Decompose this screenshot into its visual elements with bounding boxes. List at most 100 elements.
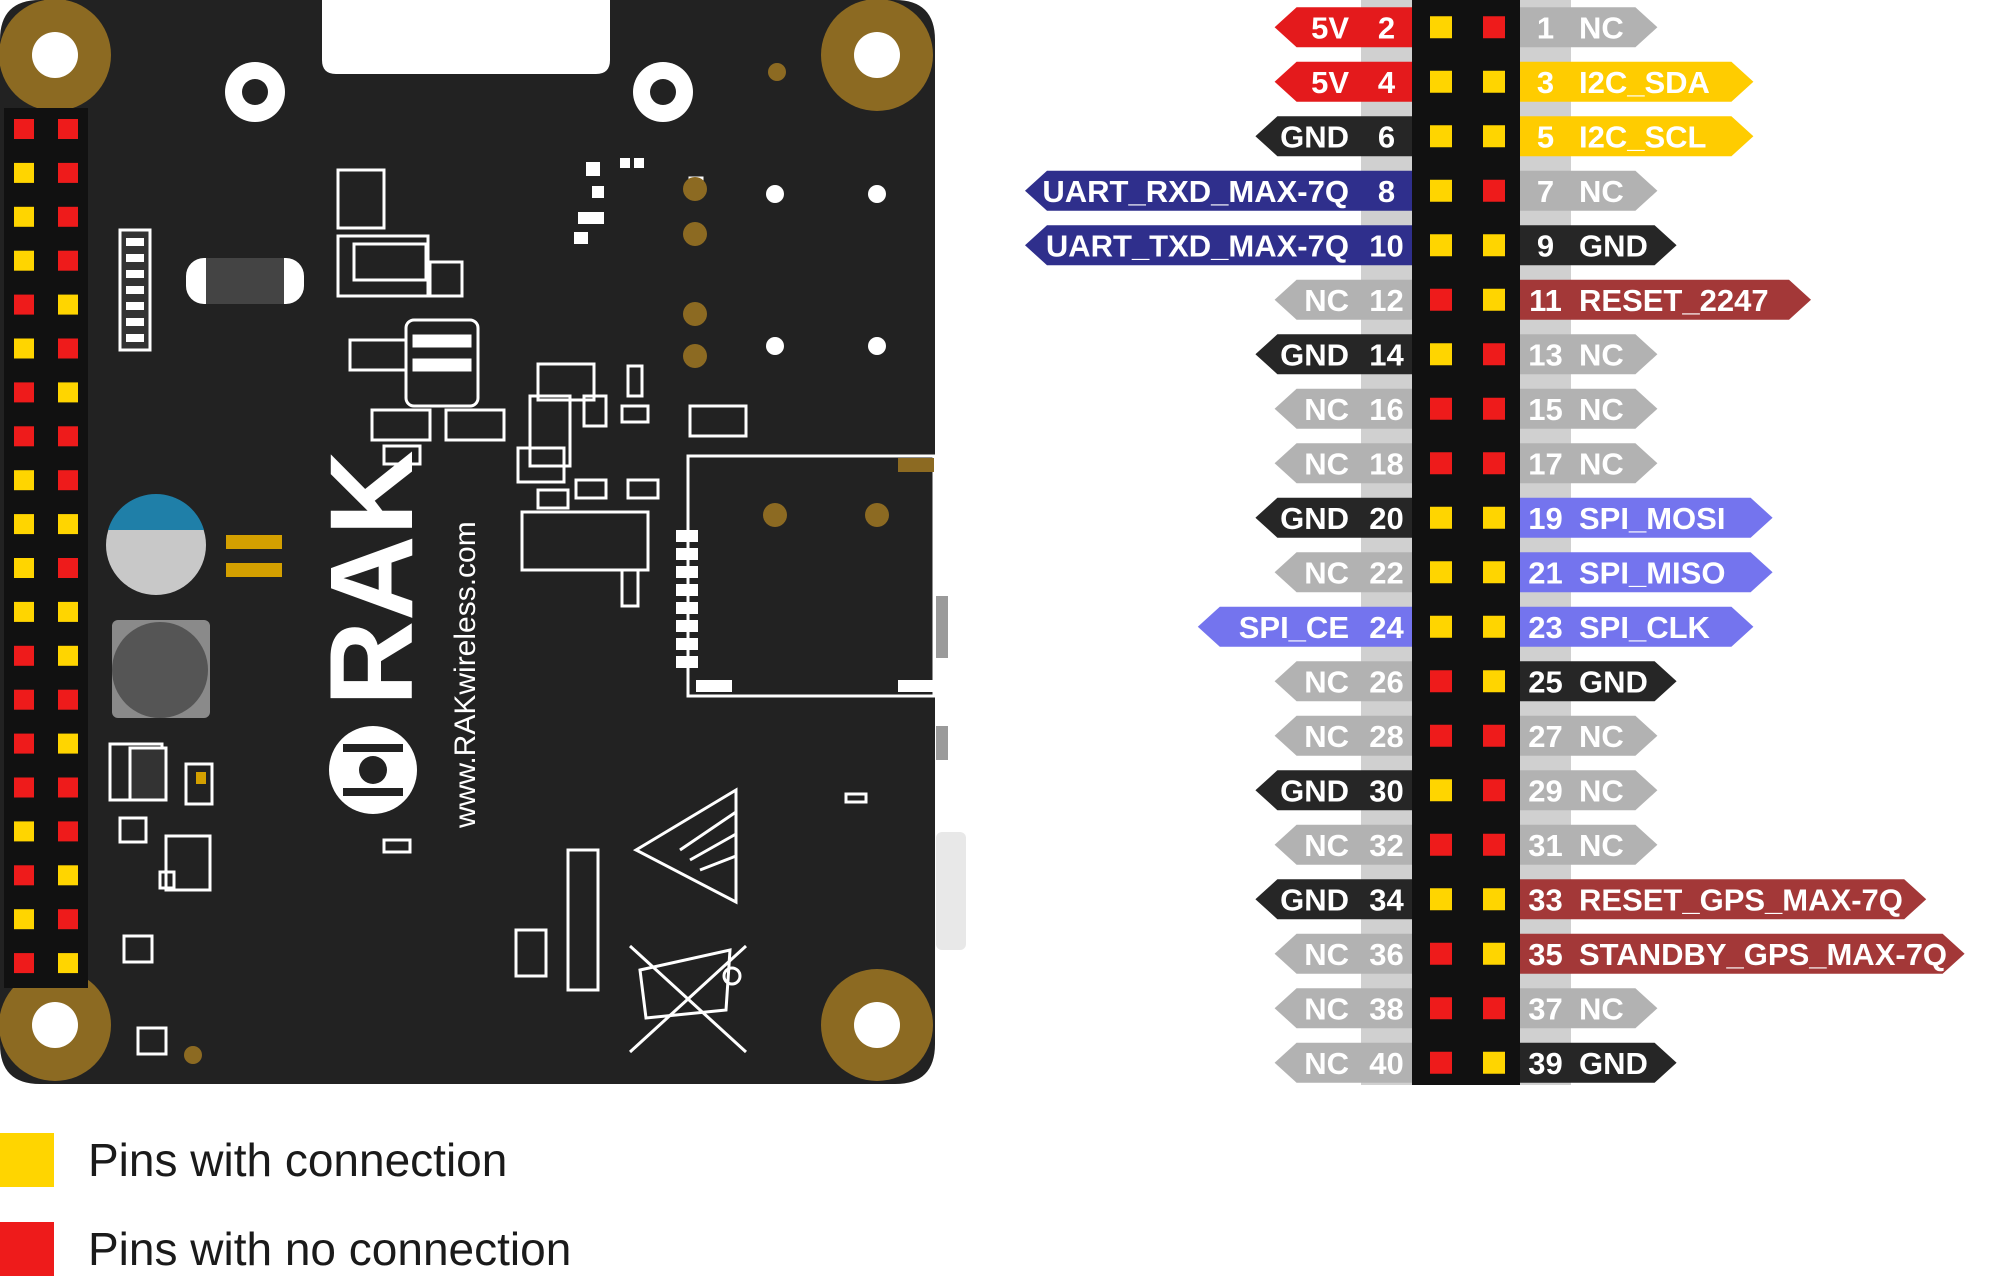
rak-board: RAK www.RAKwireless.com (0, 0, 966, 1084)
pin-label-arrow (1255, 116, 1361, 157)
pin-label: GND (1579, 228, 1648, 263)
pin-number-cell (1520, 443, 1571, 484)
board-header-strip (4, 108, 88, 988)
test-pads (184, 63, 889, 1064)
board-header-pin (14, 865, 34, 886)
right-header-pin-1 (1483, 16, 1505, 39)
pin-number-cell (1361, 61, 1412, 102)
board-header-pin (58, 777, 78, 798)
pin-label-arrow (1571, 824, 1658, 865)
right-header-pin-21 (1483, 561, 1505, 584)
pin-number-cell (1361, 715, 1412, 756)
pin-label-arrow (1255, 497, 1361, 538)
board-header-pin (58, 206, 78, 227)
pin-number-cell (1520, 334, 1571, 375)
weee-bin-icon (628, 944, 748, 1054)
pin-label-arrow (1571, 279, 1811, 320)
pin-label-arrow (1571, 170, 1658, 211)
left-number-column (1361, 0, 1412, 1085)
pin-label: NC (1579, 828, 1624, 863)
board-header-pin (58, 294, 78, 315)
pin-number-cell (1361, 443, 1412, 484)
pin-label: NC (1579, 337, 1624, 372)
pin-number-cell (1361, 170, 1412, 211)
pin-number: 13 (1528, 337, 1562, 372)
left-header-pin-30 (1430, 779, 1452, 802)
pin-number-cell (1361, 334, 1412, 375)
pin-label: 5V (1311, 10, 1349, 45)
pin-number-cell (1520, 879, 1571, 920)
board-header-pin (58, 558, 78, 578)
pin-number-cell (1520, 988, 1571, 1029)
right-header-pin-33 (1483, 888, 1505, 911)
mount-hole-top-right (821, 0, 933, 111)
pin-label: NC (1304, 1046, 1349, 1081)
left-header-pin-16 (1430, 397, 1452, 420)
right-header-pin-31 (1483, 833, 1505, 856)
pin-number: 16 (1369, 392, 1403, 427)
board-header-pin (58, 119, 78, 139)
pin-label: NC (1304, 446, 1349, 481)
board-header-pin (58, 338, 78, 359)
pin-number-cell (1520, 7, 1571, 48)
pin-label-arrow (1571, 933, 1965, 974)
pin-label: GND (1280, 119, 1349, 154)
pin-number-cell (1361, 1042, 1412, 1083)
pin-number: 23 (1528, 610, 1562, 645)
board-header-pin (58, 162, 78, 183)
pin-label-arrow (1274, 279, 1361, 320)
pin-label-arrow (1274, 661, 1361, 702)
compliance-mark-triangle (632, 787, 738, 905)
pin-number: 35 (1528, 937, 1562, 972)
rak-website-text: www.RAKwireless.com (449, 521, 482, 829)
pin-number: 6 (1378, 119, 1395, 154)
board-header-pin (14, 426, 34, 447)
pin-number: 8 (1378, 174, 1395, 209)
board-header-pin (14, 382, 34, 403)
pin-label: NC (1304, 828, 1349, 863)
board-header-pin (58, 382, 78, 403)
pin-label-arrow (1571, 7, 1658, 48)
right-header-pin-11 (1483, 288, 1505, 311)
pin-number-cell (1361, 661, 1412, 702)
right-header-pin-7 (1483, 179, 1505, 202)
pin-number-cell (1361, 824, 1412, 865)
pin-label: NC (1579, 719, 1624, 754)
board-header-pin (14, 601, 34, 622)
pin-label: NC (1579, 10, 1624, 45)
left-header-pin-28 (1430, 724, 1452, 747)
pin-number: 37 (1528, 991, 1562, 1026)
left-header-pin-14 (1430, 343, 1452, 366)
mount-hole-bottom-right (821, 969, 933, 1081)
pin-number-cell (1520, 661, 1571, 702)
pin-label: NC (1304, 719, 1349, 754)
pin-number: 25 (1528, 664, 1562, 699)
pin-label-arrow (1571, 61, 1754, 102)
pin-label: NC (1304, 991, 1349, 1026)
pin-number-cell (1361, 225, 1412, 266)
left-header-pin-22 (1430, 561, 1452, 584)
pin-label: GND (1280, 337, 1349, 372)
electrolytic-capacitor (106, 493, 206, 595)
board-header-pin (58, 909, 78, 930)
left-header-pin-24 (1430, 615, 1452, 638)
pin-number: 10 (1369, 228, 1403, 263)
pin-number: 22 (1369, 555, 1403, 590)
left-header-pin-40 (1430, 1051, 1452, 1074)
pin-number: 11 (1529, 283, 1562, 318)
right-header-pin-35 (1483, 942, 1505, 965)
board-header-pin (14, 119, 34, 139)
board-header-pin (58, 601, 78, 622)
board-header-pin (58, 470, 78, 491)
pin-number: 19 (1528, 501, 1562, 536)
board-header-pin (58, 865, 78, 886)
board-header-pins (14, 119, 78, 974)
pin-label-arrow (1274, 988, 1361, 1029)
header-center-column (1410, 0, 1520, 1085)
pin-number: 24 (1369, 610, 1404, 645)
pin-number: 12 (1369, 283, 1403, 318)
pin-label-arrow (1274, 824, 1361, 865)
standoff-hole-left (225, 62, 285, 122)
pin-label: NC (1579, 392, 1624, 427)
left-header-pin-2 (1430, 16, 1452, 39)
